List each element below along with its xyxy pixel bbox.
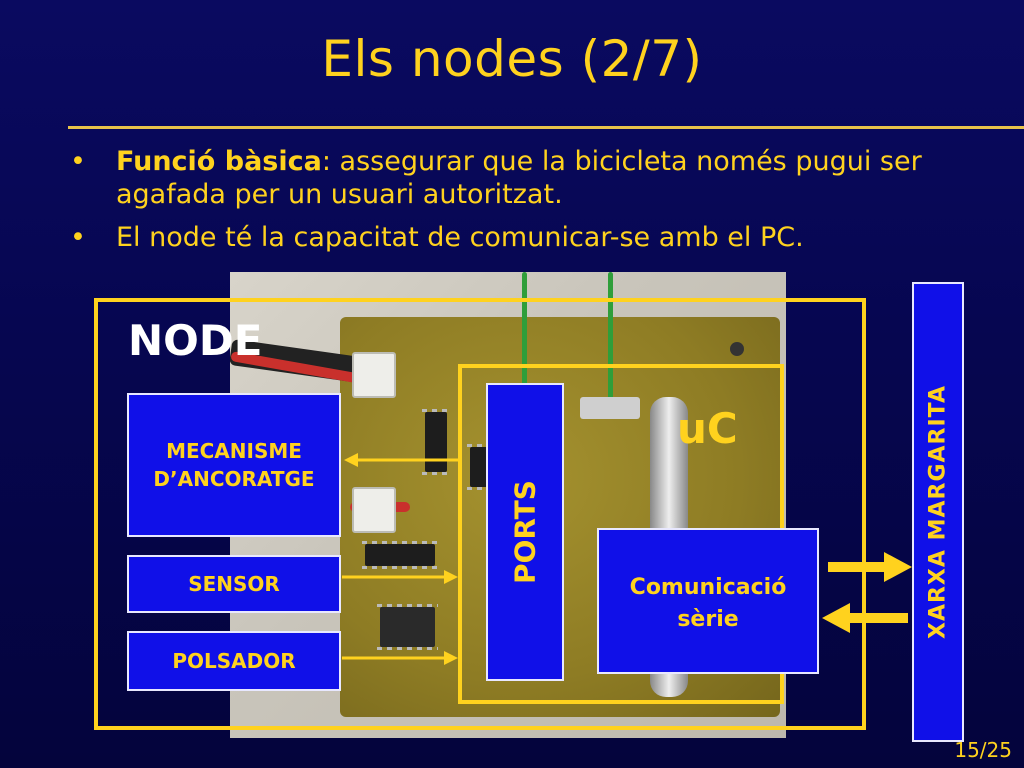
connector-1 (352, 352, 396, 398)
node-frame (94, 298, 866, 730)
terminal-block (377, 604, 438, 650)
green-wire-1 (522, 272, 527, 402)
title-divider (68, 126, 1024, 129)
green-wire-2 (608, 272, 613, 412)
arrow-from-sensor-icon (342, 570, 458, 584)
ic-chip-1 (422, 409, 450, 475)
node-label: NODE (128, 316, 263, 365)
comunicacio-line-1: Comunicació (629, 575, 787, 600)
arrow-from-polsador-icon (342, 651, 458, 665)
ports-box: PORTS (486, 383, 564, 681)
mecanisme-line-1: MECANISME (166, 439, 302, 463)
bullet-dot: • (70, 222, 86, 253)
xarxa-box: XARXA MARGARITA (912, 282, 964, 742)
ic-chip-3 (362, 541, 438, 569)
screw-hole (730, 342, 744, 356)
switch (580, 397, 640, 419)
bullet-list: • Funció bàsica: assegurar que la bicicl… (70, 145, 1020, 264)
sensor-box: SENSOR (127, 555, 341, 613)
polsador-box: POLSADOR (127, 631, 341, 691)
ports-label: PORTS (508, 480, 542, 584)
bullet-item-2: • El node té la capacitat de comunicar-s… (70, 221, 1020, 254)
comunicacio-box: Comunicació sèrie (597, 528, 819, 674)
bullet-1-bold: Funció bàsica (116, 146, 322, 177)
xarxa-label: XARXA MARGARITA (925, 385, 951, 639)
bullet-item-1: • Funció bàsica: assegurar que la bicicl… (70, 145, 1020, 211)
arrow-to-xarxa-icon (828, 552, 912, 582)
connector-2 (352, 487, 396, 533)
page-number: 15/25 (954, 738, 1012, 762)
bullet-2-text: El node té la capacitat de comunicar-se … (116, 222, 804, 253)
arrow-from-xarxa-icon (822, 603, 908, 633)
comunicacio-line-2: sèrie (677, 607, 739, 632)
uc-label: uC (677, 404, 738, 453)
bullet-dot: • (70, 146, 86, 177)
slide-title: Els nodes (2/7) (321, 30, 703, 88)
bullet-1-text: : assegurar que la bicicleta només pugui… (116, 146, 922, 210)
mecanisme-box: MECANISME D’ANCORATGE (127, 393, 341, 537)
arrow-to-mecanisme-icon (344, 453, 458, 467)
mecanisme-line-2: D’ANCORATGE (153, 467, 315, 491)
